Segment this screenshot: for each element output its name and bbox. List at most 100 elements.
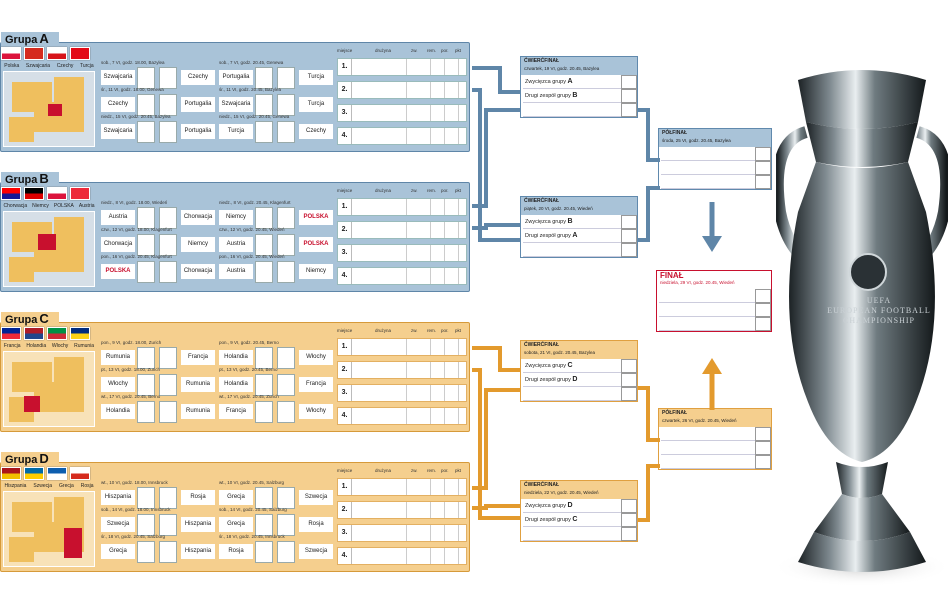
standings-row[interactable]: 2. — [337, 501, 467, 519]
away-score-box[interactable] — [277, 487, 295, 509]
slot-score-box[interactable] — [755, 441, 771, 455]
away-score-box[interactable] — [159, 94, 177, 116]
bracket-slot[interactable] — [659, 317, 771, 331]
bracket-slot[interactable] — [661, 441, 771, 455]
bracket-slot[interactable] — [661, 427, 771, 441]
home-score-box[interactable] — [137, 514, 155, 536]
home-score-box[interactable] — [255, 261, 273, 283]
home-score-box[interactable] — [137, 401, 155, 423]
standings-row[interactable]: 4. — [337, 267, 467, 285]
bracket-slot[interactable]: Zwycięzca grupy D — [523, 499, 637, 513]
bracket-slot[interactable]: Zwycięzca grupy B — [523, 215, 637, 229]
home-score-box[interactable] — [137, 67, 155, 89]
bracket-slot[interactable] — [661, 147, 771, 161]
home-score-box[interactable] — [137, 234, 155, 256]
bracket-slot[interactable] — [661, 161, 771, 175]
slot-score-box[interactable] — [755, 317, 771, 331]
bracket-slot[interactable] — [523, 103, 637, 117]
away-score-box[interactable] — [159, 67, 177, 89]
bracket-slot[interactable] — [661, 455, 771, 469]
bracket-slot[interactable] — [661, 175, 771, 189]
standings-row[interactable]: 1. — [337, 478, 467, 496]
away-score-box[interactable] — [159, 401, 177, 423]
away-score-box[interactable] — [159, 487, 177, 509]
slot-score-box[interactable] — [621, 75, 637, 89]
slot-score-box[interactable] — [755, 289, 771, 303]
away-score-box[interactable] — [277, 514, 295, 536]
home-score-box[interactable] — [255, 207, 273, 229]
bracket-slot[interactable] — [659, 289, 771, 303]
standings-row[interactable]: 2. — [337, 81, 467, 99]
standings-row[interactable]: 2. — [337, 361, 467, 379]
slot-score-box[interactable] — [621, 513, 637, 527]
home-score-box[interactable] — [137, 207, 155, 229]
slot-score-box[interactable] — [621, 243, 637, 257]
slot-score-box[interactable] — [621, 527, 637, 541]
away-score-box[interactable] — [277, 94, 295, 116]
away-score-box[interactable] — [277, 347, 295, 369]
standings-row[interactable]: 4. — [337, 127, 467, 145]
standings-row[interactable]: 3. — [337, 524, 467, 542]
bracket-slot[interactable]: Zwycięzca grupy C — [523, 359, 637, 373]
bracket-slot[interactable] — [523, 527, 637, 541]
slot-score-box[interactable] — [621, 215, 637, 229]
home-score-box[interactable] — [137, 121, 155, 143]
slot-score-box[interactable] — [621, 373, 637, 387]
home-score-box[interactable] — [137, 261, 155, 283]
away-score-box[interactable] — [277, 121, 295, 143]
slot-score-box[interactable] — [755, 175, 771, 189]
slot-score-box[interactable] — [621, 387, 637, 401]
away-score-box[interactable] — [159, 234, 177, 256]
away-score-box[interactable] — [277, 207, 295, 229]
home-score-box[interactable] — [137, 347, 155, 369]
standings-row[interactable]: 1. — [337, 58, 467, 76]
standings-row[interactable]: 1. — [337, 338, 467, 356]
bracket-slot[interactable]: Drugi zespół grupy C — [523, 513, 637, 527]
standings-row[interactable]: 3. — [337, 244, 467, 262]
standings-row[interactable]: 3. — [337, 384, 467, 402]
home-score-box[interactable] — [255, 374, 273, 396]
standings-row[interactable]: 1. — [337, 198, 467, 216]
home-score-box[interactable] — [255, 541, 273, 563]
away-score-box[interactable] — [277, 261, 295, 283]
away-score-box[interactable] — [277, 234, 295, 256]
slot-score-box[interactable] — [755, 147, 771, 161]
away-score-box[interactable] — [159, 374, 177, 396]
bracket-slot[interactable]: Zwycięzca grupy A — [523, 75, 637, 89]
home-score-box[interactable] — [137, 487, 155, 509]
away-score-box[interactable] — [277, 67, 295, 89]
slot-score-box[interactable] — [621, 229, 637, 243]
slot-score-box[interactable] — [755, 455, 771, 469]
slot-score-box[interactable] — [755, 161, 771, 175]
home-score-box[interactable] — [255, 67, 273, 89]
bracket-slot[interactable]: Drugi zespół grupy A — [523, 229, 637, 243]
away-score-box[interactable] — [277, 401, 295, 423]
away-score-box[interactable] — [159, 347, 177, 369]
away-score-box[interactable] — [277, 374, 295, 396]
bracket-slot[interactable] — [523, 387, 637, 401]
standings-row[interactable]: 4. — [337, 547, 467, 565]
slot-score-box[interactable] — [621, 89, 637, 103]
away-score-box[interactable] — [159, 261, 177, 283]
slot-score-box[interactable] — [755, 303, 771, 317]
slot-score-box[interactable] — [621, 359, 637, 373]
home-score-box[interactable] — [255, 487, 273, 509]
standings-row[interactable]: 3. — [337, 104, 467, 122]
standings-row[interactable]: 4. — [337, 407, 467, 425]
bracket-slot[interactable] — [659, 303, 771, 317]
away-score-box[interactable] — [277, 541, 295, 563]
home-score-box[interactable] — [137, 94, 155, 116]
home-score-box[interactable] — [255, 514, 273, 536]
home-score-box[interactable] — [137, 541, 155, 563]
slot-score-box[interactable] — [621, 499, 637, 513]
home-score-box[interactable] — [255, 401, 273, 423]
away-score-box[interactable] — [159, 541, 177, 563]
slot-score-box[interactable] — [755, 427, 771, 441]
home-score-box[interactable] — [255, 347, 273, 369]
away-score-box[interactable] — [159, 207, 177, 229]
home-score-box[interactable] — [255, 94, 273, 116]
away-score-box[interactable] — [159, 121, 177, 143]
bracket-slot[interactable]: Drugi zespół grupy B — [523, 89, 637, 103]
slot-score-box[interactable] — [621, 103, 637, 117]
away-score-box[interactable] — [159, 514, 177, 536]
